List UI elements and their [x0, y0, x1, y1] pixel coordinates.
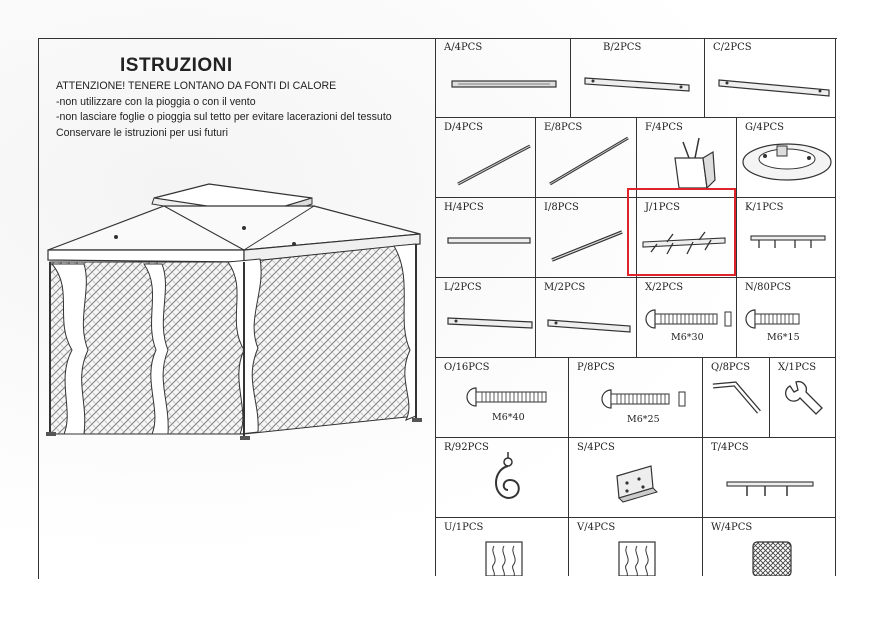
base-plate-icon	[742, 143, 832, 181]
pole-icon	[549, 136, 629, 186]
part-cell-d: D/4PCS	[435, 118, 536, 198]
hanger-bar-icon	[726, 481, 814, 496]
part-cell-p: P/8PCS M6*25	[569, 358, 703, 438]
part-cell-x-2: X/2PCS M6*30	[637, 278, 737, 358]
part-label: M/2PCS	[544, 282, 586, 293]
bolt-icon	[601, 389, 686, 409]
pole-icon	[551, 230, 623, 262]
tube-icon	[451, 80, 557, 88]
parts-grid: A/4PCS B/2PCS C/2PCS D/4PCS E/8PCS F/4PC…	[435, 38, 836, 576]
part-cell-s: S/4PCS	[569, 438, 703, 518]
part-cell-u: U/1PCS	[435, 518, 569, 576]
part-label: K/1PCS	[745, 202, 784, 213]
part-cell-b: B/2PCS	[571, 38, 705, 118]
part-label: H/4PCS	[444, 202, 484, 213]
part-cell-k: K/1PCS	[737, 198, 836, 278]
part-cell-j: J/1PCS	[637, 198, 737, 278]
instruction-line-roof: -non lasciare foglie o pioggia sul tetto…	[56, 111, 392, 123]
part-cell-r: R/92PCS	[435, 438, 569, 518]
part-label: S/4PCS	[577, 442, 615, 453]
part-cell-w: W/4PCS	[703, 518, 836, 576]
instruction-line-rain: -non utilizzare con la pioggia o con il …	[56, 95, 256, 108]
part-label: L/2PCS	[444, 282, 482, 293]
beam-icon	[547, 319, 631, 333]
bracket-icon	[674, 137, 716, 190]
part-label: N/80PCS	[745, 282, 792, 293]
part-cell-c: C/2PCS	[705, 38, 836, 118]
part-label: V/4PCS	[577, 522, 616, 533]
part-label: O/16PCS	[444, 362, 490, 373]
part-label: U/1PCS	[444, 522, 484, 533]
part-label: D/4PCS	[444, 122, 483, 133]
hanger-bar-icon	[642, 231, 726, 255]
part-label: X/2PCS	[645, 282, 684, 293]
bolt-icon	[645, 309, 732, 329]
part-cell-f: F/4PCS	[637, 118, 737, 198]
part-cell-h: H/4PCS	[435, 198, 536, 278]
bolt-icon	[745, 309, 800, 329]
part-label: E/8PCS	[544, 122, 583, 133]
bolt-size: M6*40	[492, 412, 525, 423]
part-cell-l: L/2PCS	[435, 278, 536, 358]
beam-icon	[718, 79, 830, 97]
part-cell-q: Q/8PCS	[703, 358, 770, 438]
mesh-panel-icon	[752, 541, 792, 576]
part-label: W/4PCS	[711, 522, 753, 533]
part-cell-t: T/4PCS	[703, 438, 836, 518]
part-label: Q/8PCS	[711, 362, 751, 373]
part-cell-o: O/16PCS M6*40	[435, 358, 569, 438]
part-label: T/4PCS	[711, 442, 749, 453]
part-label: F/4PCS	[645, 122, 683, 133]
wrench-icon	[785, 381, 823, 415]
part-cell-v: V/4PCS	[569, 518, 703, 576]
tube-icon	[447, 237, 531, 244]
instruction-sheet	[38, 38, 837, 579]
bolt-size: M6*15	[767, 332, 800, 343]
part-label: P/8PCS	[577, 362, 615, 373]
beam-icon	[447, 317, 533, 329]
bolt-size: M6*25	[627, 414, 660, 425]
hanger-bar-icon	[750, 235, 826, 248]
part-cell-x-1: X/1PCS	[770, 358, 836, 438]
part-cell-a: A/4PCS	[435, 38, 571, 118]
bolt-icon	[466, 387, 547, 407]
part-label: X/1PCS	[778, 362, 817, 373]
fabric-panel-icon	[485, 541, 523, 576]
part-label: C/2PCS	[713, 42, 752, 53]
bolt-size: M6*30	[671, 332, 704, 343]
instruction-line-keep: Conservare le istruzioni per usi futuri	[56, 126, 228, 139]
warning-line: ATTENZIONE! TENERE LONTANO DA FONTI DI C…	[56, 80, 337, 92]
part-label: R/92PCS	[444, 442, 489, 453]
connector-plate-icon	[616, 465, 658, 503]
part-cell-n: N/80PCS M6*15	[737, 278, 836, 358]
instructions-text: ATTENZIONE! TENERE LONTANO DA FONTI DI C…	[56, 79, 392, 141]
part-cell-m: M/2PCS	[536, 278, 637, 358]
beam-icon	[584, 77, 690, 92]
highlight-box	[627, 188, 736, 276]
gazebo-illustration	[46, 183, 422, 440]
part-label: I/8PCS	[544, 202, 579, 213]
part-label: J/1PCS	[645, 202, 680, 213]
instructions-title: ISTRUZIONI	[120, 55, 233, 76]
hook-icon	[495, 452, 520, 500]
pole-icon	[457, 144, 531, 186]
curtain-icon	[618, 541, 656, 576]
part-cell-e: E/8PCS	[536, 118, 637, 198]
part-label: G/4PCS	[745, 122, 784, 133]
part-label: A/4PCS	[444, 42, 483, 53]
part-cell-i: I/8PCS	[536, 198, 637, 278]
allen-key-icon	[712, 381, 761, 414]
part-label: B/2PCS	[603, 42, 642, 53]
part-cell-g: G/4PCS	[737, 118, 836, 198]
